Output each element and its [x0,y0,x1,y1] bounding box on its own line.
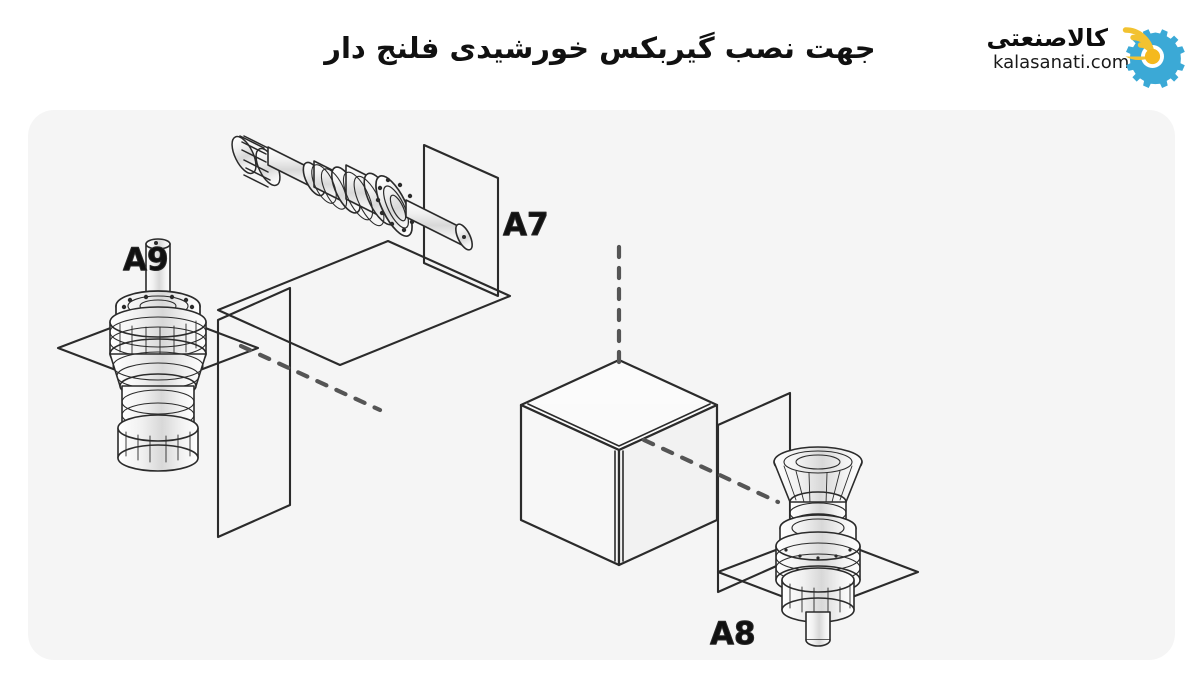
gearbox-a7 [231,135,473,251]
page-header: جهت نصب گیربکس خورشیدی فلنج دار کالاصنعت… [0,0,1200,100]
mount-a9: A9 [56,238,292,539]
reference-cube [519,358,719,567]
page-title: جهت نصب گیربکس خورشیدی فلنج دار [324,31,876,65]
label-a8: A8 [710,616,756,652]
connector-a8 [641,437,781,505]
gearbox-a9 [109,238,207,472]
label-a9: A9 [123,242,169,278]
gearbox-a8 [773,446,863,647]
illustration-card: A7 [28,110,1175,660]
mounting-orientation-diagram: A7 [28,110,1175,660]
logo-name-en: kalasanati.com [993,52,1130,73]
logo-text: کالاصنعتی kalasanati.com [986,24,1130,74]
connector-a9 [238,343,383,413]
logo-name-fa: کالاصنعتی [986,24,1108,52]
site-logo[interactable]: کالاصنعتی kalasanati.com [986,14,1190,90]
gear-wifi-icon [1114,22,1186,88]
mount-a8: A8 [710,391,920,653]
label-a7: A7 [503,207,549,243]
mount-a7: A7 [216,135,549,367]
